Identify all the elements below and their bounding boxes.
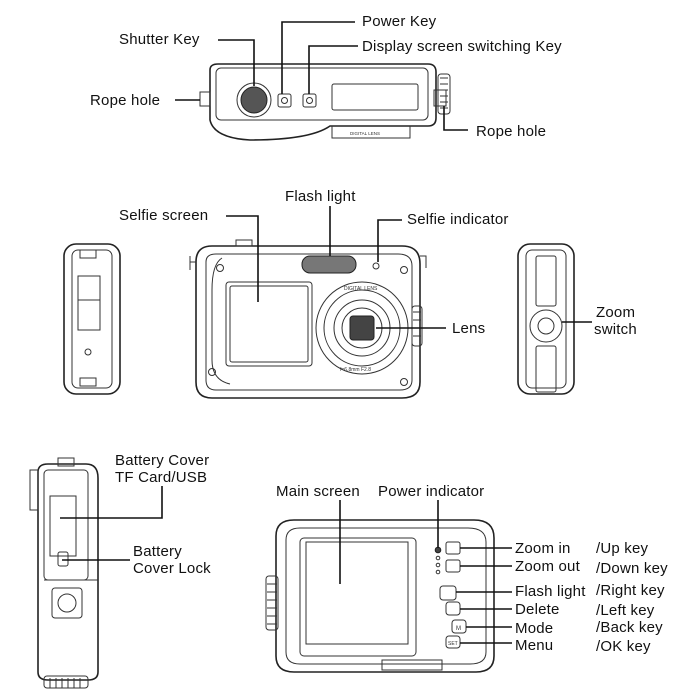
label-main-screen: Main screen [276,483,360,500]
camera-battery-side-view [29,457,99,689]
camera-back-view: M SET [265,519,495,673]
label-left-key: /Left key [596,602,655,619]
camera-right-side-view [517,243,575,395]
label-delete: Delete [515,601,560,618]
label-rope-hole-left: Rope hole [90,92,161,109]
label-display-switch-key: Display screen switching Key [362,38,562,55]
label-mode: Mode [515,620,554,637]
label-zoom-out: Zoom out [515,558,580,575]
label-down-key: /Down key [596,560,668,577]
shutter-key-top [240,86,268,114]
main-screen [299,537,417,657]
label-flash-light: Flash light [285,188,356,205]
power-key-top [277,93,292,108]
label-rope-hole-right: Rope hole [476,123,547,140]
label-zoom-in: Zoom in [515,540,571,557]
front-ring-text: DIGITAL LENS [344,286,378,292]
label-battery-lock-2: Cover Lock [133,560,211,577]
front-spec-text: f=6.8mm F2.8 [340,367,371,373]
label-back-key: /Back key [596,619,663,636]
label-flash-light-key: Flash light [515,583,586,600]
label-menu: Menu [515,637,554,654]
label-power-indicator: Power indicator [378,483,485,500]
label-lens: Lens [452,320,486,337]
label-up-key: /Up key [596,540,649,557]
selfie-indicator-led [372,262,380,270]
camera-top-view: DIGITAL LENS [199,63,451,141]
label-battery-cover-2: TF Card/USB [115,469,208,486]
top-brand-text: DIGITAL LENS [350,131,380,136]
label-zoom-switch-1: Zoom [596,304,636,321]
battery-cover-lock [57,551,69,567]
menu-key-text: SET [448,641,458,647]
selfie-screen [229,285,309,363]
label-battery-lock-1: Battery [133,543,182,560]
label-shutter-key: Shutter Key [119,31,200,48]
label-selfie-screen: Selfie screen [119,207,209,224]
camera-front-view: DIGITAL LENS f=6.8mm F2.8 [189,239,427,399]
label-power-key: Power Key [362,13,437,30]
flash-light-key [439,585,457,601]
flash-light-front [301,255,357,274]
label-zoom-switch-2: switch [594,321,637,338]
label-selfie-indicator: Selfie indicator [407,211,509,228]
mode-key-text: M [456,626,461,632]
zoom-switch-knob [529,309,563,343]
menu-key [445,635,461,649]
lens-center [349,315,375,341]
power-indicator-led [434,546,442,554]
camera-left-side-view [63,243,121,395]
label-right-key: /Right key [596,582,665,599]
label-battery-cover-1: Battery Cover [115,452,210,469]
label-ok-key: /OK key [596,638,651,655]
